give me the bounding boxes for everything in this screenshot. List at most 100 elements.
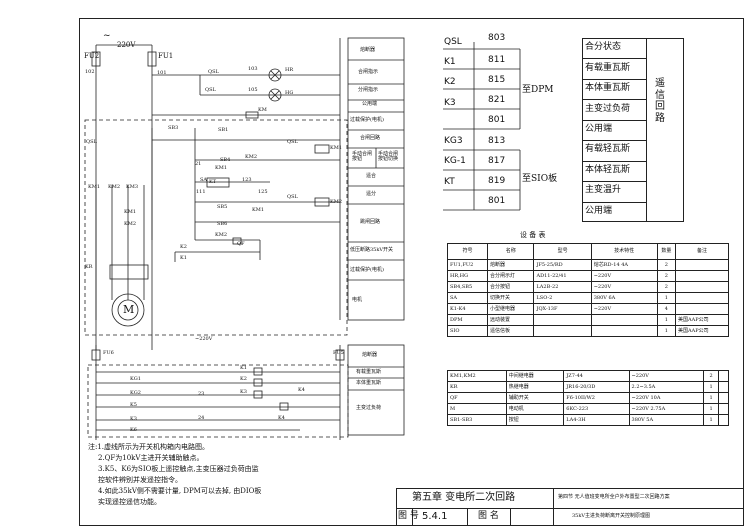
table-cell: ~220V	[590, 281, 658, 293]
col-model: 型号	[533, 243, 592, 260]
title-block-lower	[396, 508, 744, 526]
table-cell	[675, 259, 729, 271]
table-cell: 1	[656, 292, 677, 304]
col-qty: 数量	[656, 243, 677, 260]
signal-item: 有载重瓦斯	[585, 62, 631, 73]
note-line: 4.如此35kV侧不需要计量, DPM可以去掉, 由DIO板	[98, 487, 262, 495]
contact-qsl-2: QSL	[205, 87, 216, 93]
lower-kg2: KG2	[130, 390, 141, 396]
switch-qsl: QSL	[86, 139, 97, 145]
wire-101: 101	[157, 70, 167, 76]
signal-row-divider	[582, 201, 646, 203]
table-cell	[718, 414, 729, 426]
table-cell	[675, 281, 729, 293]
switch-qsl-3: QSL	[287, 194, 298, 200]
wire-105: 105	[248, 87, 258, 93]
signal-item: 公用端	[585, 205, 613, 216]
chapter-title: 第五章 变电所二次回路	[412, 492, 516, 503]
lower-k4-b: K4	[278, 415, 285, 421]
contact-km2-b: KM2	[124, 221, 137, 227]
table-cell: 1	[656, 325, 677, 337]
signal-item: 主变温升	[585, 185, 622, 196]
lower-func-body-gas: 本体重瓦斯	[356, 380, 382, 386]
table-cell	[590, 314, 658, 326]
signal-item: 有载轻瓦斯	[585, 144, 631, 155]
terminal-label-k2: K2	[444, 77, 456, 87]
table-cell: 电动机	[505, 403, 565, 415]
func-open-indicator: 分闸指示	[358, 87, 379, 93]
func-common: 公用端	[362, 101, 378, 107]
relay-km1: KM1	[330, 145, 343, 151]
func-remote-close: 遥合	[366, 173, 377, 179]
relay-km2-coil: KM2	[330, 199, 343, 205]
notes-block: 注:1.虚线所示为开关机构箱内电路图。2.QF为10kV主进开关辅助触点。3.K…	[88, 442, 408, 508]
terminal-header-803: 803	[488, 33, 506, 43]
table-cell	[675, 292, 729, 304]
func-trip-circuit: 跳闸回路	[360, 219, 381, 225]
signal-item: 本体轻瓦斯	[585, 164, 631, 175]
func-overload: 过载保护(电机)	[350, 117, 384, 123]
relay-k1: K1	[180, 255, 187, 261]
signal-side-cell	[646, 38, 684, 222]
lower-func-fuse: 熔断器	[362, 352, 378, 358]
terminal-num-819: 819	[488, 176, 506, 186]
fuse-fu5: FU5	[333, 350, 344, 356]
table-cell: LA4-3H	[563, 414, 630, 426]
thermal-kr: KR	[85, 264, 93, 270]
col-symbol: 符号	[447, 243, 488, 260]
col-spec: 技术特性	[590, 243, 658, 260]
drawing-name: 35kV主进负荷断离开关控制原理图	[572, 513, 651, 519]
signal-item: 本体重瓦斯	[585, 83, 631, 94]
name-label: 图 名	[478, 511, 499, 521]
table-cell: 2.2~3.5A	[628, 381, 704, 393]
table-cell: KR	[447, 381, 507, 393]
time-relay: KT	[209, 179, 217, 185]
contact-km2: KM2	[108, 184, 121, 190]
table-cell: 熔断器	[486, 259, 535, 271]
table-cell: 美国AAP公司	[675, 314, 729, 326]
table-cell: AD11-22/41	[533, 270, 592, 282]
table-cell: 1	[702, 392, 720, 404]
func-close-circuit: 合闸回路	[360, 135, 381, 141]
table-cell: 1	[656, 314, 677, 326]
table-cell: 4	[656, 303, 677, 315]
relay-km2-c: KM2	[215, 232, 228, 238]
lower-k2: K2	[240, 376, 247, 382]
table-cell: ~220V	[590, 270, 658, 282]
func-overload-2: 过载保护(电机)	[350, 267, 384, 273]
table-cell: 合分闸示灯	[486, 270, 535, 282]
func-manual-close: 手动合闸 按钮	[352, 151, 373, 162]
fig-divider-2	[467, 508, 468, 526]
table-cell: KM1,KM2	[447, 370, 507, 382]
table-cell: 2	[656, 281, 677, 293]
table-cell: 热继电器	[505, 381, 565, 393]
table-cell: FU1,FU2	[447, 259, 488, 271]
table-cell	[718, 403, 729, 415]
signal-row-divider	[582, 140, 646, 142]
to-dpm-label: 至DPM	[522, 85, 554, 95]
table-cell: LA2B-22	[533, 281, 592, 293]
table-cell: ~220V 2.75A	[628, 403, 704, 415]
signal-row-divider	[582, 181, 646, 183]
table-cell	[718, 370, 729, 382]
terminal-label-kg1: KG-1	[444, 156, 466, 166]
table-cell: JQX-13F	[533, 303, 592, 315]
button-sb5: SB5	[217, 204, 228, 210]
table-cell	[718, 392, 729, 404]
signal-row-divider	[582, 119, 646, 121]
table-cell: 小型继电器	[486, 303, 535, 315]
func-lv-breaker: 低压断路35kV开关	[350, 247, 394, 253]
relay-km1-b: KM1	[215, 165, 228, 171]
terminal-num-817: 817	[488, 156, 506, 166]
table-cell: 辅助开关	[505, 392, 565, 404]
wire-24: 24	[198, 415, 205, 421]
aux-qf: QF	[237, 241, 245, 247]
